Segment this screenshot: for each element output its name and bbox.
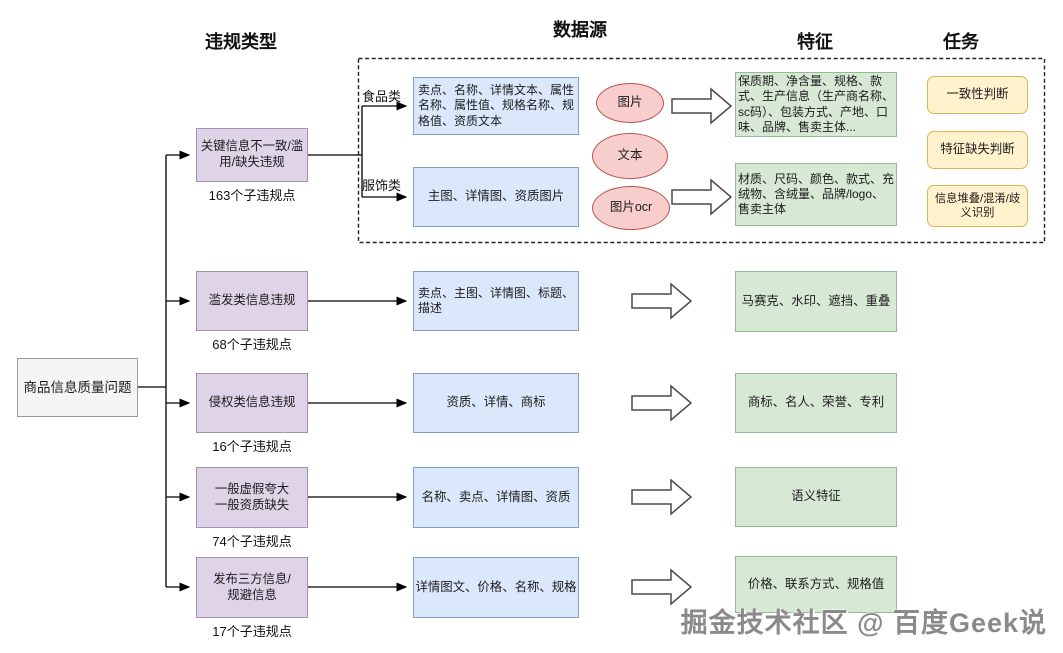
feature-box-clothing: 材质、尺码、颜色、款式、充 绒物、含绒量、品牌/logo、 售卖主体 xyxy=(735,163,897,226)
feature-box-2: 马赛克、水印、遮挡、重叠 xyxy=(735,271,897,332)
column-header-task: 任务 xyxy=(943,32,979,52)
column-header-data-source: 数据源 xyxy=(553,20,607,40)
task-box-1: 一致性判断 xyxy=(927,76,1028,114)
violation-count-1: 163个子违规点 xyxy=(208,188,296,203)
violation-count-3: 16个子违规点 xyxy=(212,439,292,454)
modality-ellipse-text: 文本 xyxy=(592,133,668,179)
feature-box-3: 商标、名人、荣誉、专利 xyxy=(735,373,897,433)
feature-box-food: 保质期、净含量、规格、款 式、生产信息（生产商名称、 sc码）、包装方式、产地、… xyxy=(735,72,897,137)
watermark: 掘金技术社区 @ 百度Geek说 xyxy=(680,608,1047,638)
datasource-box-2: 卖点、主图、详情图、标题、 描述 xyxy=(413,271,579,331)
violation-count-4: 74个子违规点 xyxy=(212,534,292,549)
violation-count-5: 17个子违规点 xyxy=(212,624,292,639)
block-arrow xyxy=(631,282,693,320)
block-arrow xyxy=(631,568,693,606)
datasource-box-4: 名称、卖点、详情图、资质 xyxy=(413,467,579,528)
violation-box-5: 发布三方信息/ 规避信息 xyxy=(196,557,308,618)
modality-ellipse-image: 图片 xyxy=(596,83,664,123)
violation-count-2: 68个子违规点 xyxy=(212,337,292,352)
block-arrow xyxy=(631,478,693,516)
feature-box-5: 价格、联系方式、规格值 xyxy=(735,556,897,613)
block-arrow xyxy=(671,87,733,125)
modality-ellipse-image-ocr: 图片ocr xyxy=(592,186,670,230)
datasource-box-3: 资质、详情、商标 xyxy=(413,373,579,433)
violation-box-3: 侵权类信息违规 xyxy=(196,373,308,433)
violation-box-2: 滥发类信息违规 xyxy=(196,271,308,331)
violation-box-1: 关键信息不一致/滥 用/缺失违规 xyxy=(196,128,308,182)
datasource-box-food: 卖点、名称、详情文本、属性 名称、属性值、规格名称、规 格值、资质文本 xyxy=(413,77,579,135)
column-header-feature: 特征 xyxy=(797,32,833,52)
block-arrow xyxy=(671,178,733,216)
block-arrows xyxy=(631,87,733,606)
block-arrow xyxy=(631,384,693,422)
column-header-violation-type: 违规类型 xyxy=(205,32,277,52)
feature-box-4: 语义特征 xyxy=(735,467,897,527)
task-box-3: 信息堆叠/混淆/歧 义识别 xyxy=(927,185,1028,227)
food-category-label: 食品类 xyxy=(362,89,402,104)
datasource-box-5: 详情图文、价格、名称、规格 xyxy=(413,557,579,618)
datasource-box-clothing: 主图、详情图、资质图片 xyxy=(413,167,579,227)
task-box-2: 特征缺失判断 xyxy=(927,131,1028,169)
clothing-category-label: 服饰类 xyxy=(362,178,402,193)
root-node: 商品信息质量问题 xyxy=(17,358,138,417)
violation-box-4: 一般虚假夸大 一般资质缺失 xyxy=(196,467,308,528)
tree-connectors xyxy=(138,101,408,592)
